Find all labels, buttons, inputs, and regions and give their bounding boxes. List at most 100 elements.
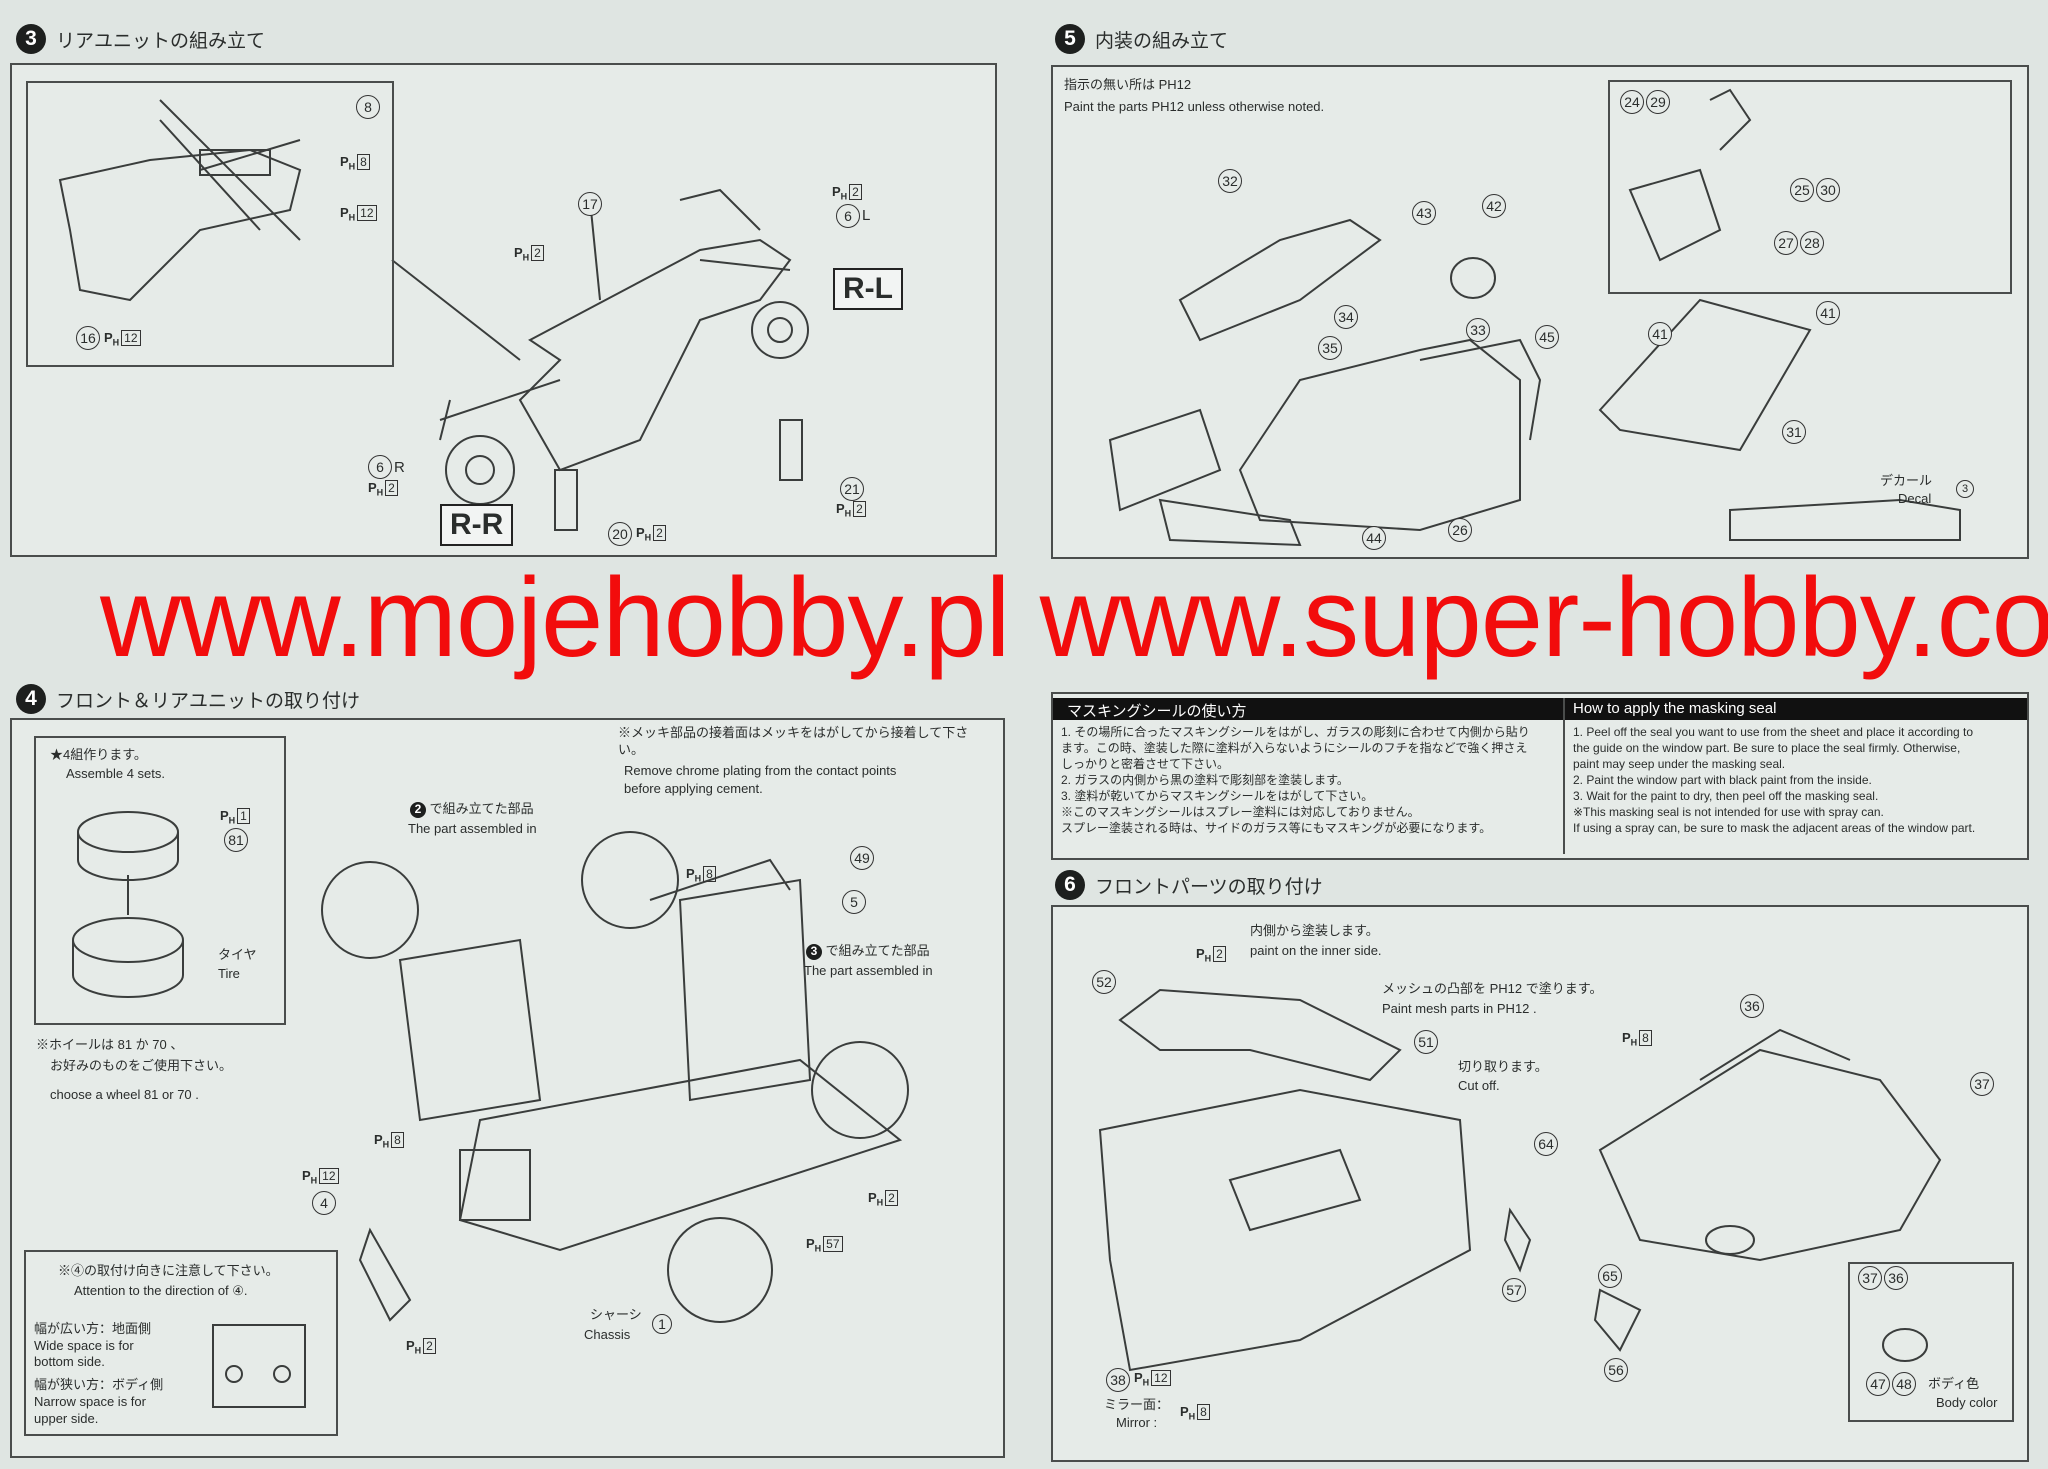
section-4-header: 4 フロント＆リアユニットの取り付け — [16, 684, 360, 714]
step-number-badge: 6 — [1055, 870, 1085, 900]
part2-note-jp: 2 で組み立てた部品 — [410, 800, 534, 818]
interior-drawing — [1108, 88, 1961, 547]
side-label: R — [394, 459, 405, 476]
watermark: www.mojehobby.pl www.super-hobby.com — [100, 555, 2048, 680]
grille-direction-inset — [24, 1250, 338, 1436]
part-callout: 16 — [76, 326, 100, 350]
part-callout: 4 — [312, 1191, 336, 1215]
narrow-en: Narrow space is for — [34, 1394, 146, 1409]
part-callout: 44 — [1362, 526, 1386, 550]
attention-en: Attention to the direction of ④. — [74, 1283, 248, 1298]
attention-jp: ※④の取付け向きに注意して下さい。 — [58, 1263, 279, 1278]
step-number-badge: 5 — [1055, 24, 1085, 54]
part-callout: 29 — [1646, 90, 1670, 114]
decal-label-en: Decal — [1898, 491, 1932, 506]
masking-title-en: How to apply the masking seal — [1573, 700, 1777, 717]
part-callout: 41 — [1648, 322, 1672, 346]
part-callout: 6 — [836, 204, 860, 228]
part-callout: 37 — [1970, 1072, 1994, 1096]
part-callout: 38 — [1106, 1368, 1130, 1392]
part-callout: 36 — [1740, 994, 1764, 1018]
wheel-assembly-inset — [34, 736, 286, 1025]
mesh-paint-en: Paint mesh parts in PH12 . — [1382, 1001, 1537, 1016]
part-callout: 48 — [1892, 1372, 1916, 1396]
section-3-inset — [26, 81, 394, 367]
part-callout: 56 — [1604, 1358, 1628, 1382]
part-callout: 25 — [1790, 178, 1814, 202]
masking-steps-jp: 1. その場所に合ったマスキングシールをはがし、ガラスの彫刻に合わせて内側から貼… — [1061, 724, 1530, 836]
section-5-seat-inset — [1608, 80, 2012, 294]
part-callout: 30 — [1816, 178, 1840, 202]
part-callout: 8 — [356, 95, 380, 119]
assemble-note-en: Assemble 4 sets. — [66, 766, 165, 781]
chassis-drawing — [72, 811, 909, 1408]
step-ref-badge: 2 — [410, 801, 426, 818]
part-callout: 17 — [578, 192, 602, 216]
part-callout: 6 — [368, 455, 392, 479]
step-line: paint may seep under the masking seal. — [1573, 757, 1786, 771]
body-color-jp: ボディ色 — [1928, 1376, 1980, 1391]
wide-en: bottom side. — [34, 1354, 105, 1369]
step-number-badge: 3 — [16, 24, 46, 54]
step-line: 1. その場所に合ったマスキングシールをはがし、ガラスの彫刻に合わせて内側から貼… — [1061, 725, 1530, 739]
part-callout: 5 — [842, 890, 866, 914]
part2-note-en: The part assembled in — [408, 821, 537, 836]
step-line: しっかりと密着させて下さい。 — [1061, 757, 1230, 771]
paint-note-en: Paint the parts PH12 unless otherwise no… — [1064, 99, 1325, 114]
section-title: フロント＆リアユニットの取り付け — [56, 690, 361, 712]
section-5-header: 5 内装の組み立て — [1055, 24, 1228, 54]
part-callout: 47 — [1866, 1372, 1890, 1396]
decal-callout: 3 — [1956, 480, 1974, 498]
part-callout: 1 — [652, 1314, 672, 1334]
part-callout: 57 — [1502, 1278, 1526, 1302]
part-callout: 65 — [1598, 1264, 1622, 1288]
wheel-note-en: choose a wheel 81 or 70 . — [50, 1087, 199, 1102]
section-title: リアユニットの組み立て — [56, 30, 266, 52]
mirror-label-en: Mirror : — [1116, 1415, 1158, 1430]
part3-note-jp-text: で組み立てた部品 — [825, 943, 930, 958]
part-callout: 33 — [1466, 318, 1490, 342]
cut-off-en: Cut off. — [1458, 1078, 1500, 1093]
part-callout: 32 — [1218, 169, 1242, 193]
part-callout: 37 — [1858, 1266, 1882, 1290]
mirror-label-jp: ミラー面： — [1104, 1397, 1170, 1412]
step-number-badge: 4 — [16, 684, 46, 714]
part3-note-en: The part assembled in — [804, 963, 933, 978]
mirror-inset — [1848, 1262, 2014, 1422]
part-callout: 64 — [1534, 1132, 1558, 1156]
step-line: 3. Wait for the paint to dry, then peel … — [1573, 789, 1879, 803]
wheel-note-jp: ※ホイールは 81 か 70 、 — [36, 1037, 184, 1052]
inner-paint-en: paint on the inner side. — [1250, 943, 1382, 958]
part-callout: 49 — [850, 846, 874, 870]
part-callout: 36 — [1884, 1266, 1908, 1290]
part-callout: 24 — [1620, 90, 1644, 114]
masking-header-bar: マスキングシールの使い方 How to apply the masking se… — [1053, 698, 2027, 720]
part-callout: 43 — [1412, 201, 1436, 225]
part-callout: 20 — [608, 522, 632, 546]
paint-note-jp: 指示の無い所は PH12 — [1064, 77, 1192, 92]
wide-jp: 幅が広い方：地面側 — [34, 1321, 152, 1336]
part-callout: 41 — [1816, 301, 1840, 325]
inner-paint-jp: 内側から塗装します。 — [1250, 923, 1379, 938]
section-title: 内装の組み立て — [1095, 30, 1229, 52]
front-parts-drawing — [1098, 988, 1942, 1372]
part-callout: 52 — [1092, 970, 1116, 994]
step-line: ます。この時、塗装した際に塗料が入らないようにシールのフチを指などで強く押さえ — [1061, 741, 1528, 755]
part-callout: 21 — [840, 477, 864, 501]
step-line: 2. Paint the window part with black pain… — [1573, 773, 1872, 787]
part-callout: 51 — [1414, 1030, 1438, 1054]
section-6-header: 6 フロントパーツの取り付け — [1055, 870, 1323, 900]
